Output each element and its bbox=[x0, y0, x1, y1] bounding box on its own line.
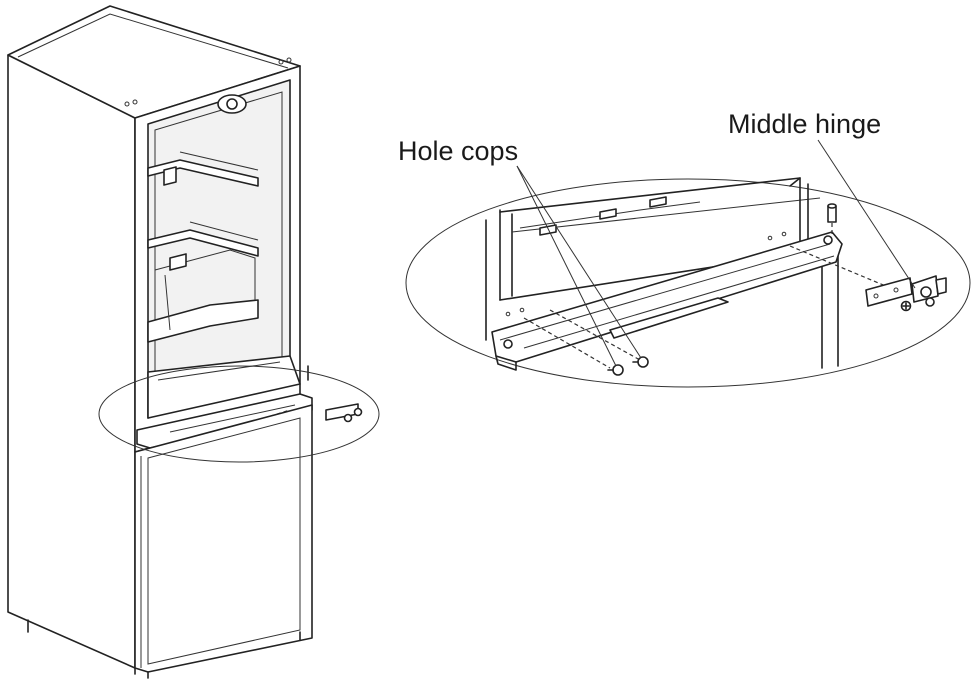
fridge-shelves bbox=[147, 151, 259, 343]
hole-cops-label: Hole cops bbox=[398, 136, 518, 166]
hole-cop-1 bbox=[612, 364, 624, 376]
hole-cops-leader-2 bbox=[516, 165, 642, 359]
hinge-plate bbox=[865, 277, 913, 307]
hinge-detail-callout bbox=[405, 139, 971, 388]
top-screw-holes bbox=[124, 57, 292, 107]
hole-cops-plugs bbox=[607, 356, 649, 376]
compartment-divider bbox=[147, 355, 301, 419]
middle-hinge-label: Middle hinge bbox=[728, 109, 881, 139]
refrigerator bbox=[7, 5, 380, 679]
frame-holes bbox=[505, 231, 787, 317]
shelf-2 bbox=[147, 229, 259, 257]
detail-highlight-ellipse bbox=[98, 365, 380, 463]
cabinet-left-side bbox=[7, 54, 136, 669]
middle-hinge-leader bbox=[817, 139, 916, 289]
middle-hinge-part bbox=[865, 275, 947, 312]
freezer-door bbox=[134, 404, 313, 673]
hole-cop-2 bbox=[637, 356, 649, 368]
light-housing bbox=[217, 94, 247, 114]
hole-cops-leader-1 bbox=[516, 165, 617, 367]
crisper-drawer bbox=[147, 299, 259, 343]
cover-grip bbox=[609, 297, 729, 339]
